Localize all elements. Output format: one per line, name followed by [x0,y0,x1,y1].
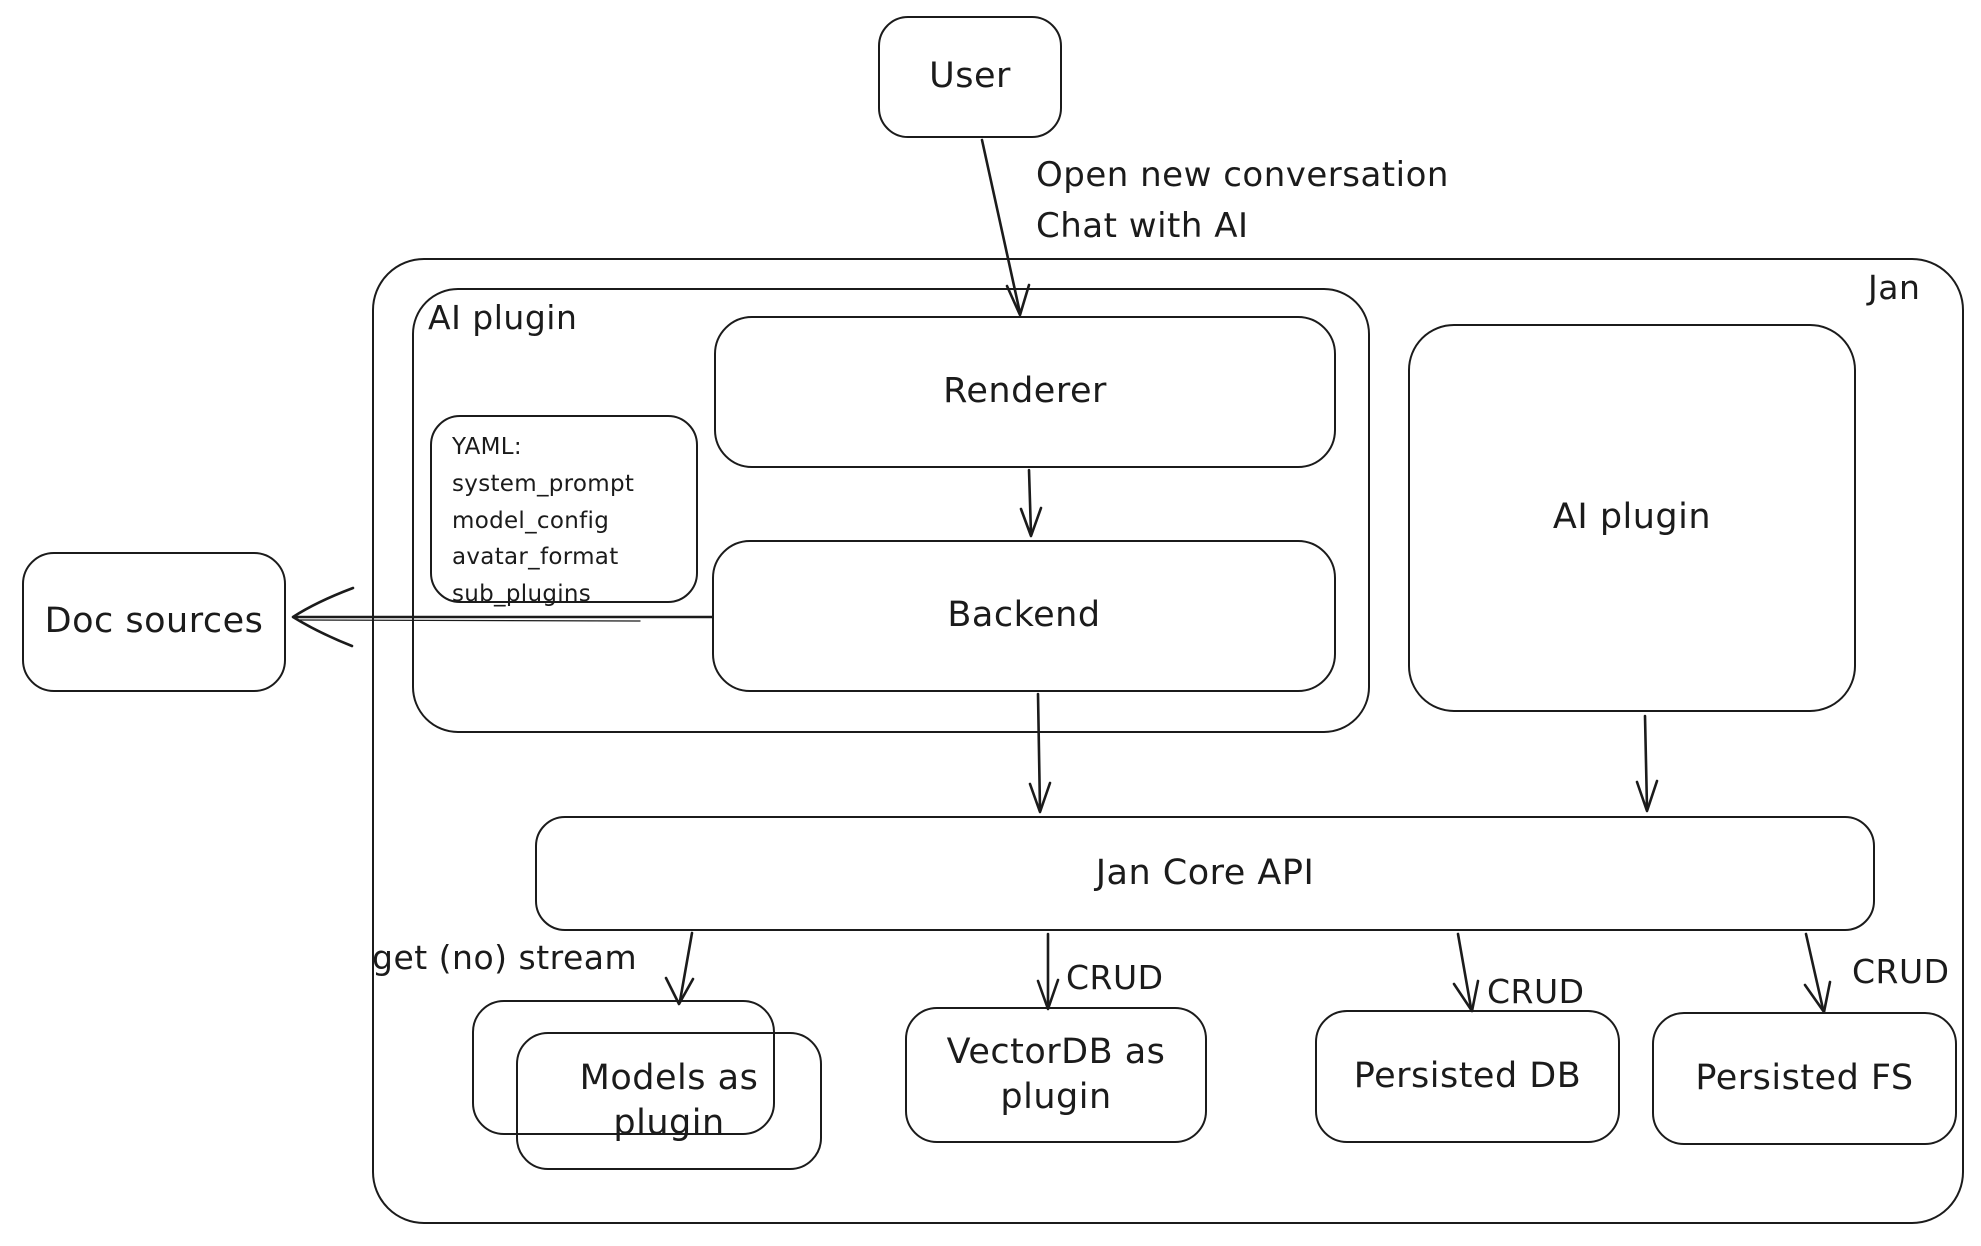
vectordb-plugin-node: VectorDB as plugin [905,1007,1207,1143]
edge-label-user-flow: Open new conversation Chat with AI [1036,150,1449,252]
edge-label-user-flow-line2: Chat with AI [1036,206,1249,246]
models-plugin-node-label: Models as plugin [579,1057,759,1144]
yaml-note-title: YAML: [452,434,522,460]
doc-sources-node-label: Doc sources [44,601,264,642]
models-plugin-node-back [472,1000,775,1135]
ai-plugin-right-node-label: AI plugin [1552,497,1712,538]
persisted-db-node-label: Persisted DB [1353,1055,1582,1096]
jan-core-api-node-label: Jan Core API [1095,852,1315,893]
yaml-note-text: YAML: system_prompt model_config avatar_… [452,429,634,613]
jan-core-api-node: Jan Core API [535,816,1875,931]
edge-label-stream: get (no) stream [372,938,638,977]
ai-plugin-group-label: AI plugin [428,298,578,337]
user-node: User [878,16,1062,138]
backend-node: Backend [712,540,1336,692]
jan-container-label: Jan [1868,268,1921,307]
doc-sources-node: Doc sources [22,552,286,692]
renderer-node-label: Renderer [943,371,1107,412]
edge-label-crud-vectordb: CRUD [1066,958,1164,997]
yaml-note: YAML: system_prompt model_config avatar_… [430,415,698,607]
persisted-fs-node: Persisted FS [1652,1012,1957,1145]
yaml-note-line: model_config [452,507,610,534]
yaml-note-line: avatar_format [452,544,619,571]
ai-plugin-right-node: AI plugin [1408,324,1856,712]
yaml-note-line: system_prompt [452,470,635,497]
renderer-node: Renderer [714,316,1336,468]
user-node-label: User [929,56,1011,97]
models-plugin-node: Models as plugin [516,1032,822,1170]
edge-label-user-flow-line1: Open new conversation [1036,155,1449,195]
persisted-db-node: Persisted DB [1315,1010,1620,1143]
edge-label-crud-db: CRUD [1487,972,1585,1011]
vectordb-plugin-node-label: VectorDB as plugin [946,1031,1166,1118]
backend-node-label: Backend [947,595,1101,636]
yaml-note-line: sub_plugins [452,581,592,608]
edge-label-crud-fs: CRUD [1852,952,1950,991]
persisted-fs-node-label: Persisted FS [1695,1057,1914,1098]
